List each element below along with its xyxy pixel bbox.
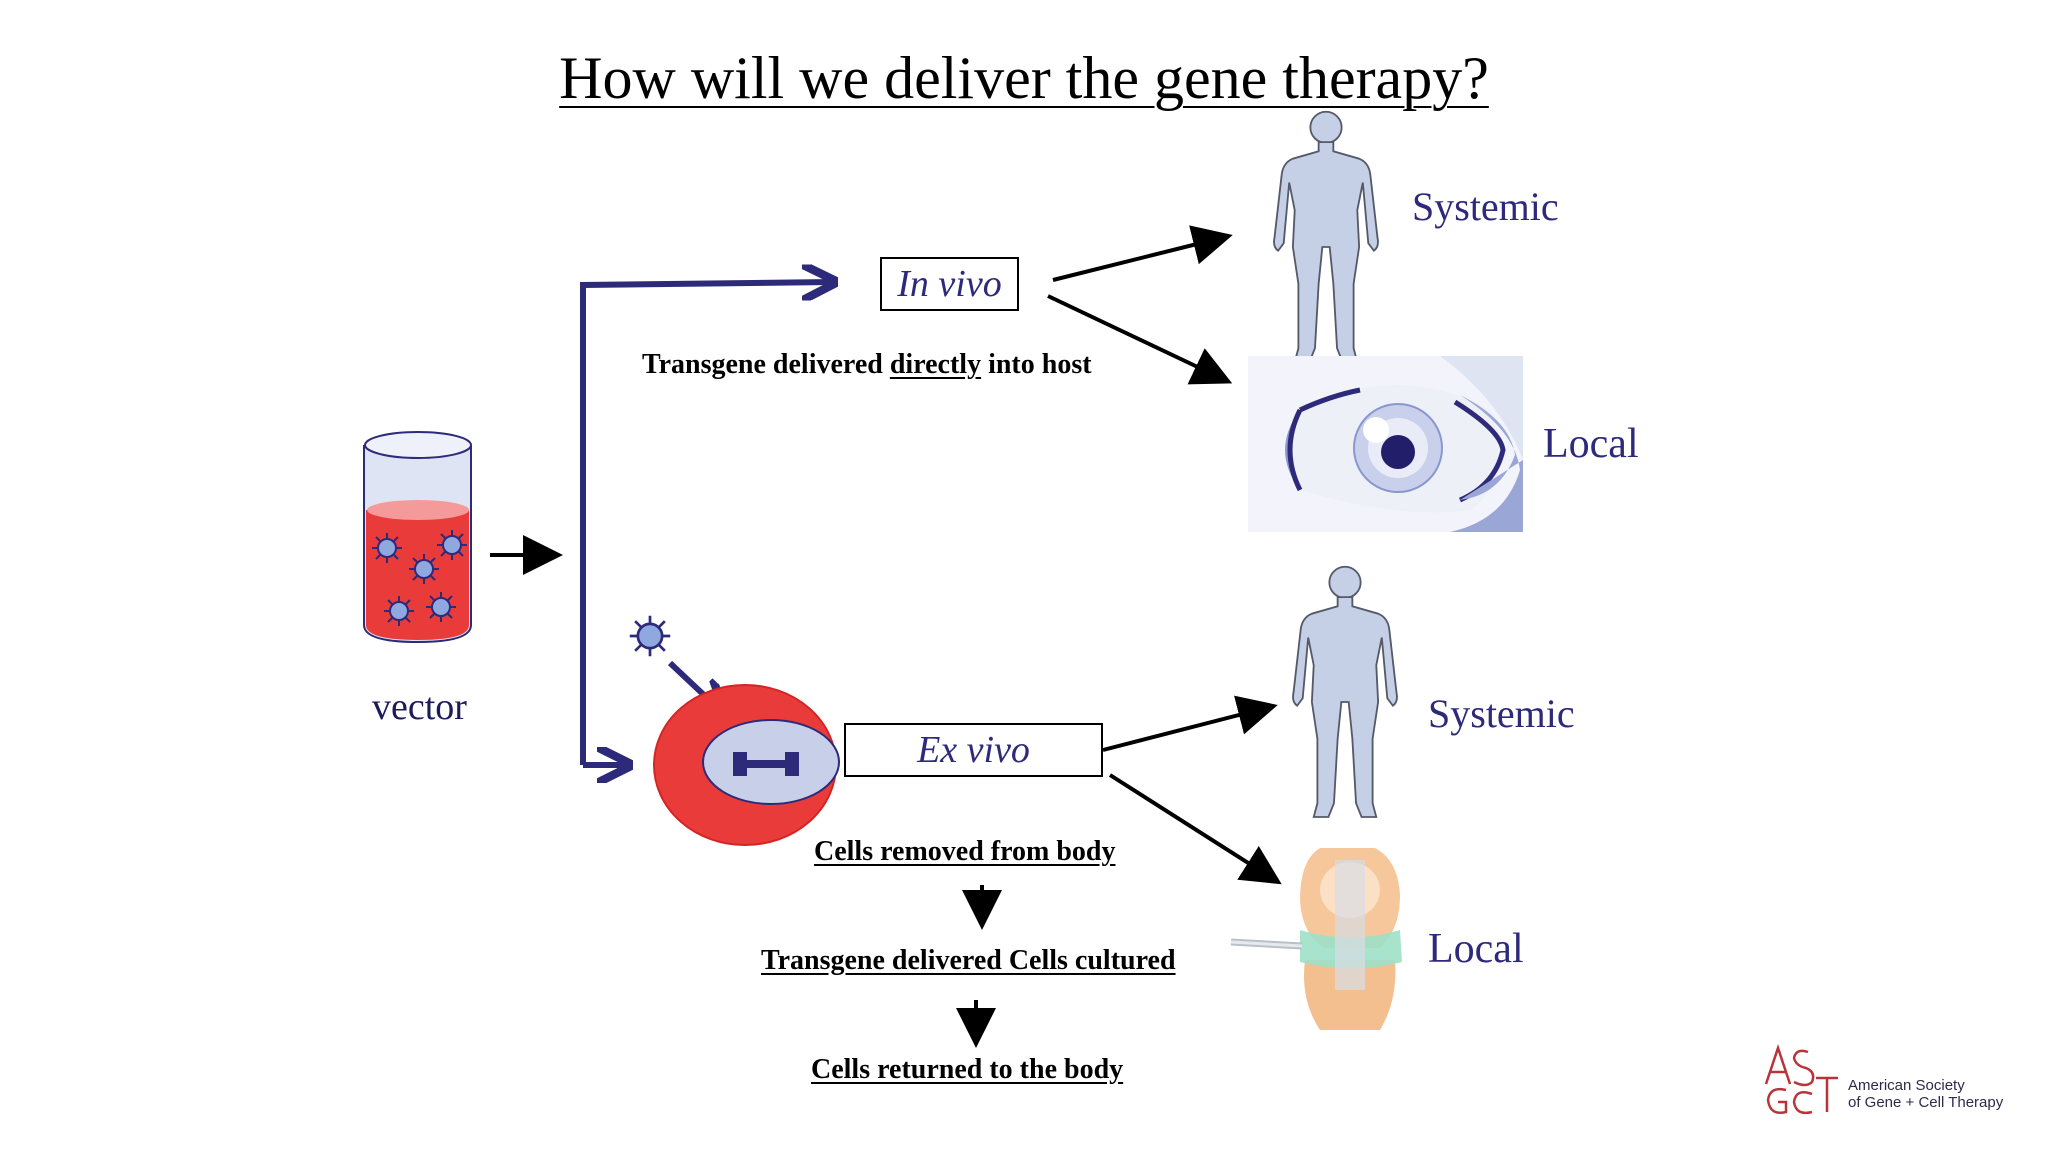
ex-vivo-step-2: Transgene delivered Cells cultured [761, 945, 1176, 976]
slide-title: How will we deliver the gene therapy? [559, 45, 1489, 111]
logo-line-2: of Gene + Cell Therapy [1848, 1094, 2004, 1111]
ex-vivo-step-1: Cells removed from body [814, 836, 1116, 867]
vector-tube-icon [363, 431, 472, 644]
in-vivo-box: In vivo [880, 257, 1019, 311]
ex-vivo-label: Ex vivo [917, 729, 1030, 771]
ex-vivo-local-label: Local [1428, 926, 1524, 972]
ex-vivo-local-arrow [1108, 773, 1282, 885]
in-vivo-label: In vivo [897, 263, 1002, 305]
logo-line-1: American Society [1848, 1077, 1965, 1094]
asgct-logo-text: American Society of Gene + Cell Therapy [1848, 1077, 2003, 1111]
vector-label: vector [372, 686, 467, 728]
in-vivo-systemic-label: Systemic [1412, 184, 1559, 229]
eye-icon [1248, 356, 1523, 532]
in-vivo-systemic-arrow [1052, 225, 1233, 282]
ex-vivo-systemic-label: Systemic [1428, 691, 1575, 736]
human-body-icon-systemic-2 [1292, 565, 1398, 818]
in-vivo-desc-emphasis: directly [889, 349, 982, 380]
ex-vivo-step-3: Cells returned to the body [811, 1054, 1124, 1085]
in-vivo-desc-suffix: into host [981, 349, 1092, 380]
ex-vivo-systemic-arrow [1102, 695, 1278, 752]
cell-icon [628, 614, 840, 846]
asgct-logo-mark [1764, 1044, 1838, 1115]
human-body-icon-systemic [1273, 110, 1379, 363]
in-vivo-description: Transgene delivered directly into host [642, 349, 1092, 381]
ex-vivo-box: Ex vivo [844, 723, 1103, 777]
in-vivo-desc-prefix: Transgene delivered [642, 349, 890, 380]
knee-joint-icon [1230, 848, 1402, 1030]
in-vivo-local-arrow [1047, 294, 1233, 385]
branch-connector [580, 282, 832, 765]
in-vivo-local-label: Local [1543, 421, 1639, 467]
